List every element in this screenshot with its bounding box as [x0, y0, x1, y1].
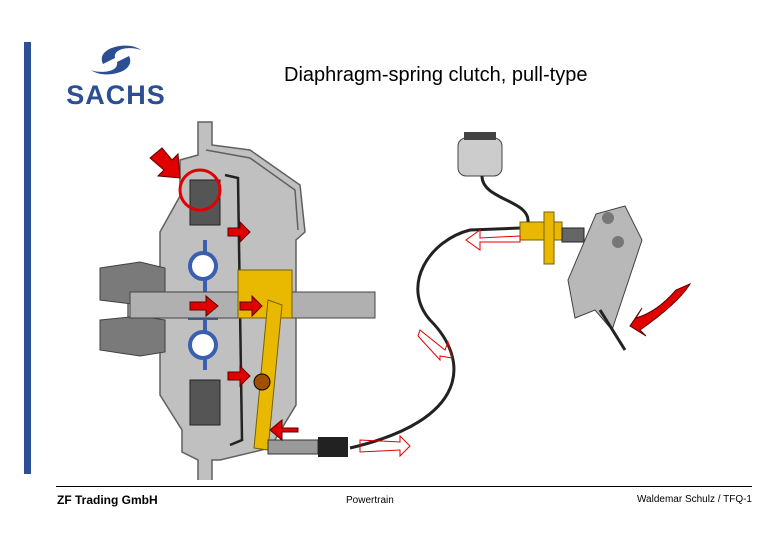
accent-bar — [24, 42, 31, 474]
flow-arrows — [359, 229, 521, 458]
footer-rule — [56, 486, 752, 487]
footer-company: ZF Trading GmbH — [57, 493, 158, 507]
slave-cylinder — [267, 437, 348, 457]
release-bearing — [237, 269, 293, 319]
fork-pivot — [253, 373, 271, 391]
fluid-reservoir — [457, 132, 530, 223]
friction-linings — [189, 179, 221, 426]
hydraulic-line — [349, 226, 521, 450]
master-cylinder — [519, 211, 585, 265]
logo-text: SACHS — [66, 80, 166, 110]
sachs-swirl-icon — [91, 45, 141, 75]
clutch-diagram — [99, 121, 692, 480]
clutch-pedal — [567, 205, 643, 351]
footer-section: Powertrain — [346, 495, 394, 506]
page-title: Diaphragm-spring clutch, pull-type — [284, 64, 588, 86]
sachs-logo: SACHS — [55, 40, 177, 110]
force-arrows — [149, 147, 692, 442]
highlight-circle — [178, 168, 222, 212]
footer-author: Waldemar Schulz / TFQ-1 — [636, 494, 752, 505]
